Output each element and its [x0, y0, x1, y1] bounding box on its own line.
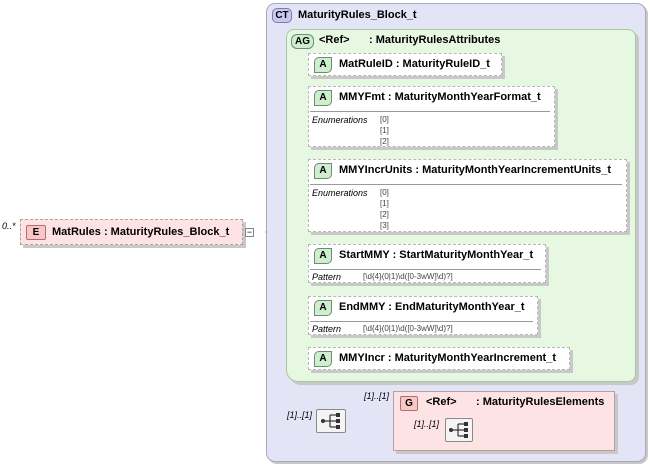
- facet-value: [\d{4}(0|1)\d([0-3wW]\d)?]: [363, 324, 453, 333]
- facet-divider: [310, 321, 533, 322]
- complex-type-title: MaturityRules_Block_t: [298, 9, 417, 21]
- attribute-matruleid[interactable]: A MatRuleID : MaturityRuleID_t: [308, 53, 502, 76]
- group-name: : MaturityRulesElements: [476, 396, 605, 408]
- element-label: MatRules : MaturityRules_Block_t: [52, 226, 230, 238]
- attribute-endmmy[interactable]: A EndMMY : EndMaturityMonthYear_t Patter…: [308, 296, 538, 335]
- facet-label: Pattern: [312, 324, 342, 334]
- attribute-startmmy[interactable]: A StartMMY : StartMaturityMonthYear_t Pa…: [308, 244, 546, 283]
- facet-value: [2]: [380, 137, 389, 146]
- facet-divider: [310, 184, 622, 185]
- complex-type-badge: CT: [272, 8, 292, 23]
- sequence-occurrence: [1]..[1]: [287, 410, 313, 420]
- attribute-mmyincrunits[interactable]: A MMYIncrUnits : MaturityMonthYearIncrem…: [308, 159, 627, 232]
- facet-divider: [310, 111, 550, 112]
- element-badge: E: [26, 225, 46, 240]
- group-sequence-icon[interactable]: [445, 418, 473, 442]
- facet-label: Enumerations: [312, 188, 368, 198]
- attribute-badge: A: [314, 163, 332, 179]
- facet-label: Enumerations: [312, 115, 368, 125]
- facet-value: [0]: [380, 188, 389, 197]
- facet-value: [1]: [380, 126, 389, 135]
- group-ref: <Ref>: [426, 396, 457, 408]
- attribute-badge: A: [314, 57, 332, 73]
- facet-label: Pattern: [312, 272, 342, 282]
- attribute-badge: A: [314, 351, 332, 367]
- group-inner-occurrence: [1]..[1]: [414, 419, 440, 429]
- attribute-badge: A: [314, 300, 332, 316]
- group-node[interactable]: G <Ref> : MaturityRulesElements [1]..[1]: [393, 391, 615, 451]
- attribute-label: MatRuleID : MaturityRuleID_t: [339, 58, 490, 70]
- attribute-mmyincr[interactable]: A MMYIncr : MaturityMonthYearIncrement_t: [308, 347, 570, 370]
- group-badge: G: [400, 396, 418, 411]
- element-node[interactable]: E MatRules : MaturityRules_Block_t: [20, 219, 243, 245]
- collapse-toggle-label: −: [246, 227, 253, 237]
- facet-value: [0]: [380, 115, 389, 124]
- collapse-toggle-icon[interactable]: −: [245, 228, 254, 237]
- attribute-group-badge: AG: [291, 34, 314, 49]
- facet-value: [1]: [380, 199, 389, 208]
- attribute-badge: A: [314, 248, 332, 264]
- facet-value: [3]: [380, 221, 389, 230]
- facet-value: [2]: [380, 210, 389, 219]
- attribute-label: MMYIncrUnits : MaturityMonthYearIncremen…: [339, 164, 611, 176]
- facet-divider: [310, 269, 541, 270]
- attribute-label: EndMMY : EndMaturityMonthYear_t: [339, 301, 525, 313]
- sequence-icon[interactable]: [316, 409, 346, 433]
- facet-value: [\d{4}(0|1)\d([0-3wW]\d)?]: [363, 272, 453, 281]
- attribute-group-name: : MaturityRulesAttributes: [369, 34, 501, 46]
- element-occurrence: 0..*: [2, 221, 16, 231]
- attribute-badge: A: [314, 90, 332, 106]
- attribute-label: MMYIncr : MaturityMonthYearIncrement_t: [339, 352, 556, 364]
- attribute-mmyfmt[interactable]: A MMYFmt : MaturityMonthYearFormat_t Enu…: [308, 86, 555, 147]
- attribute-label: StartMMY : StartMaturityMonthYear_t: [339, 249, 534, 261]
- attribute-label: MMYFmt : MaturityMonthYearFormat_t: [339, 91, 541, 103]
- group-occurrence: [1]..[1]: [364, 391, 390, 401]
- attribute-group-ref: <Ref>: [319, 34, 350, 46]
